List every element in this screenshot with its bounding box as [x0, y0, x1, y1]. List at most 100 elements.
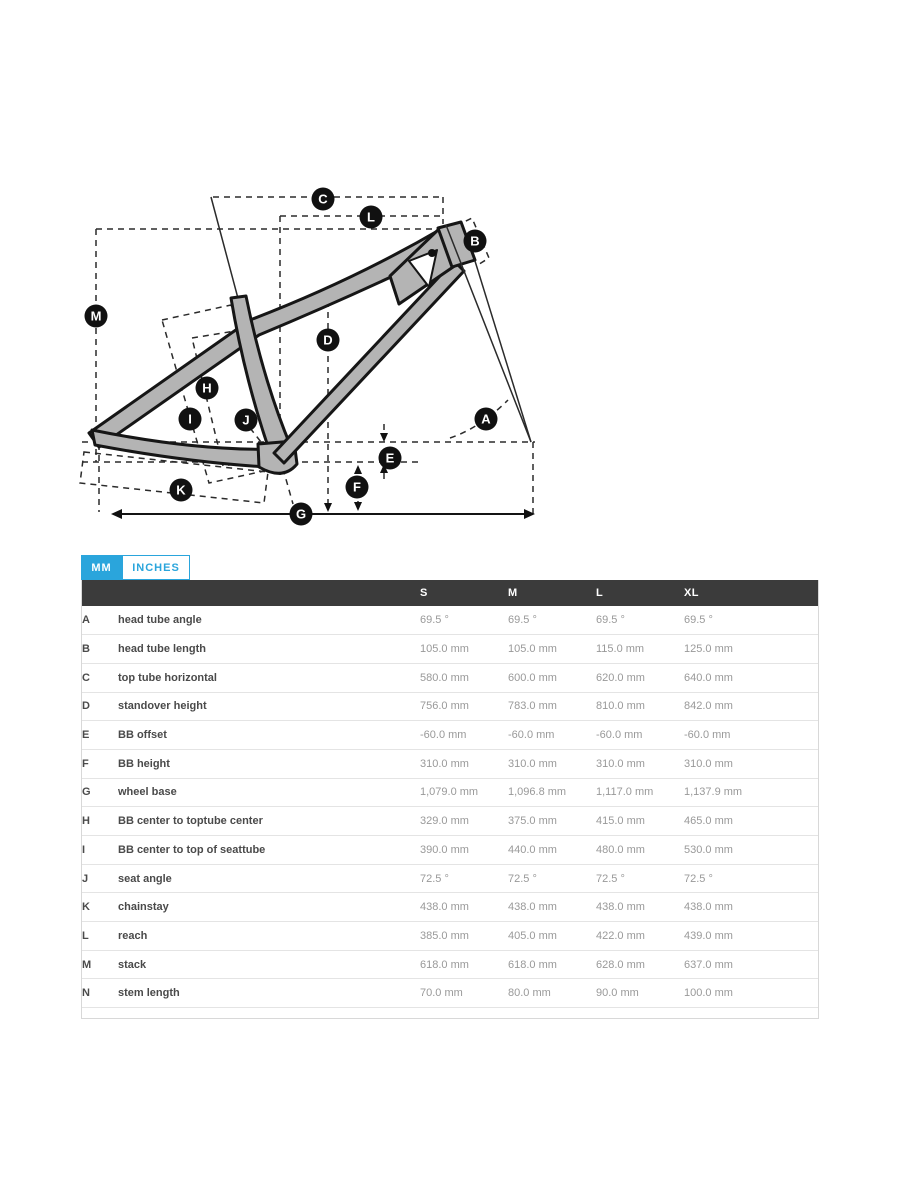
label-letter: C [318, 192, 328, 207]
head-angle-arc [449, 399, 509, 439]
label-circle [178, 407, 202, 431]
row-label: standover height [118, 700, 207, 713]
value-cell: -60.0 mm [596, 729, 643, 742]
diagram-label-K: K [169, 478, 193, 502]
row-letter: E [82, 729, 90, 742]
value-cell: 810.0 mm [596, 700, 645, 713]
row-letter: G [82, 786, 91, 799]
value-cell: 115.0 mm [596, 643, 645, 656]
label-circle [474, 407, 498, 431]
value-cell: 72.5 ° [684, 872, 713, 885]
value-cell: 100.0 mm [684, 987, 733, 1000]
value-cell: 105.0 mm [508, 643, 557, 656]
value-cell: 329.0 mm [420, 815, 469, 828]
measure-line-M [95, 228, 446, 462]
row-label: top tube horizontal [118, 671, 217, 684]
arrow-e-top [380, 433, 388, 442]
arrow-d-bottom [324, 503, 332, 512]
diagram-label-J: J [234, 408, 258, 432]
tab-mm[interactable]: MM [81, 555, 122, 580]
size-column-header-l: L [596, 587, 604, 599]
row-label: wheel base [118, 786, 177, 799]
label-circle [345, 475, 369, 499]
value-cell: 438.0 mm [508, 901, 557, 914]
value-cell: 405.0 mm [508, 929, 557, 942]
size-column-header-s: S [420, 587, 428, 599]
value-cell: 90.0 mm [596, 987, 639, 1000]
row-letter: J [82, 872, 89, 885]
value-cell: 756.0 mm [420, 700, 469, 713]
steering-axis [445, 224, 532, 443]
head-tube [436, 220, 477, 269]
diagram-label-A: A [474, 407, 498, 431]
value-cell: 628.0 mm [596, 958, 645, 971]
frame-illustration [87, 220, 477, 475]
label-circle [289, 502, 313, 526]
letter-column-header [82, 580, 118, 606]
value-cell: 69.5 ° [508, 614, 537, 627]
measure-bracket-B [455, 216, 490, 267]
steering-axis-lines [445, 224, 532, 443]
value-cell: 385.0 mm [420, 929, 469, 942]
row-letter: I [82, 843, 86, 856]
value-cell: 618.0 mm [420, 958, 469, 971]
value-cell: 422.0 mm [596, 929, 645, 942]
label-circle [463, 229, 487, 253]
tab-inches[interactable]: INCHES [122, 555, 190, 580]
value-cell: 580.0 mm [420, 671, 469, 684]
label-letter: D [323, 333, 332, 348]
label-letter: B [470, 234, 479, 249]
size-column-header-xl: XL [684, 587, 699, 599]
label-letter: K [176, 483, 186, 498]
value-cell: 1,117.0 mm [596, 786, 654, 799]
value-cell: 310.0 mm [508, 757, 557, 770]
value-cell: 438.0 mm [420, 901, 469, 914]
row-letter: F [82, 757, 89, 770]
label-circle [195, 376, 219, 400]
value-cell: 310.0 mm [420, 757, 469, 770]
row-letter: N [82, 987, 90, 1000]
row-label: BB center to toptube center [118, 815, 263, 828]
row-letter: D [82, 700, 90, 713]
label-circle [311, 187, 335, 211]
value-cell: 640.0 mm [684, 671, 733, 684]
table-header-row: S M L XL [82, 580, 818, 606]
value-cell: 390.0 mm [420, 843, 469, 856]
value-cell: 310.0 mm [684, 757, 733, 770]
value-cell: 438.0 mm [684, 901, 733, 914]
diagram-label-G: G [289, 502, 313, 526]
value-cell: 72.5 ° [508, 872, 537, 885]
diagram-label-D: D [316, 328, 340, 352]
label-letter: J [242, 413, 249, 428]
row-letter: K [82, 901, 90, 914]
diagram-label-I: I [178, 407, 202, 431]
arrow-f-top [354, 465, 362, 474]
row-label: BB center to top of seattube [118, 843, 266, 856]
arrow-left [111, 509, 122, 519]
value-cell: 618.0 mm [508, 958, 557, 971]
value-cell: 1,096.8 mm [508, 786, 567, 799]
value-cell: 783.0 mm [508, 700, 557, 713]
value-cell: -60.0 mm [420, 729, 467, 742]
value-cell: 438.0 mm [596, 901, 645, 914]
label-letter: A [481, 412, 491, 427]
value-cell: 842.0 mm [684, 700, 733, 713]
row-letter: B [82, 643, 90, 656]
row-letter: L [82, 929, 89, 942]
leader-line-J [249, 427, 262, 443]
diagram-label-B: B [463, 229, 487, 253]
label-letter: L [367, 210, 375, 225]
value-cell: 620.0 mm [596, 671, 645, 684]
value-cell: 310.0 mm [596, 757, 645, 770]
value-cell: -60.0 mm [508, 729, 555, 742]
